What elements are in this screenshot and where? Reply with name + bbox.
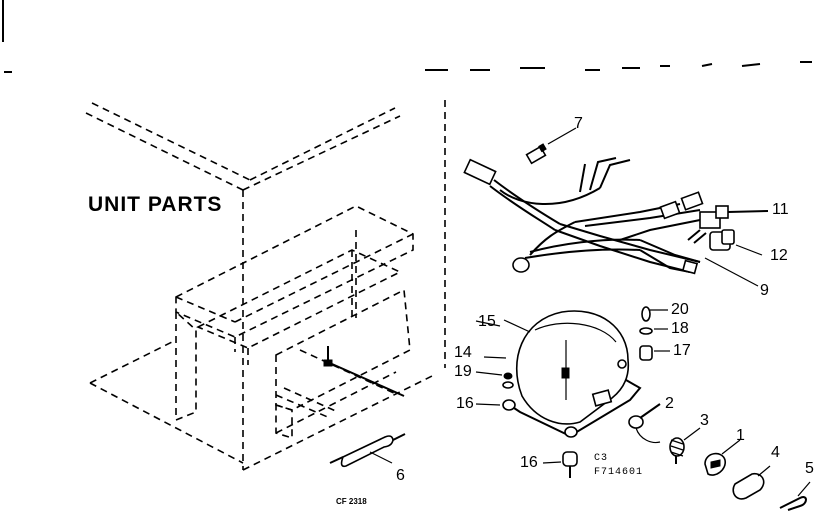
callout-7: 7 [574, 115, 583, 132]
callout-18: 18 [671, 320, 689, 337]
cabinet-outline [85, 100, 446, 471]
callout-16-lower: 16 [520, 454, 538, 471]
connector-part [525, 127, 577, 165]
diagram-title: UNIT PARTS [88, 193, 223, 216]
callout-20: 20 [671, 301, 689, 318]
callout-3: 3 [700, 412, 709, 429]
callout-4: 4 [771, 444, 780, 461]
callout-6: 6 [396, 467, 405, 484]
callout-5: 5 [805, 460, 814, 477]
wiring-harness [463, 157, 769, 287]
callout-12: 12 [770, 247, 788, 264]
scan-marks [2, 0, 812, 73]
leader-lines [475, 309, 670, 406]
callout-11: 11 [772, 201, 789, 218]
cover-part [732, 465, 771, 500]
drawing-code: CF 2318 [336, 497, 367, 506]
callout-17: 17 [673, 342, 691, 359]
callout-14: 14 [454, 344, 472, 361]
callout-19: 19 [454, 363, 472, 380]
callout-2: 2 [665, 395, 674, 412]
relay-part [709, 229, 763, 256]
callout-15: 15 [478, 313, 496, 330]
clip-part [704, 439, 741, 476]
part-code-f714601: F714601 [594, 467, 644, 478]
grommet-part [542, 451, 578, 478]
part-code-c3: C3 [594, 453, 609, 464]
overload-part [628, 403, 661, 444]
callout-16-upper: 16 [456, 395, 474, 412]
callout-1: 1 [736, 427, 745, 444]
drier-part [329, 433, 406, 468]
compressor [502, 310, 642, 438]
spring-part [669, 427, 701, 464]
sensor-in-cabinet [323, 346, 405, 397]
callout-9: 9 [760, 282, 769, 299]
small-hardware [483, 306, 653, 389]
strap-part [779, 481, 811, 511]
